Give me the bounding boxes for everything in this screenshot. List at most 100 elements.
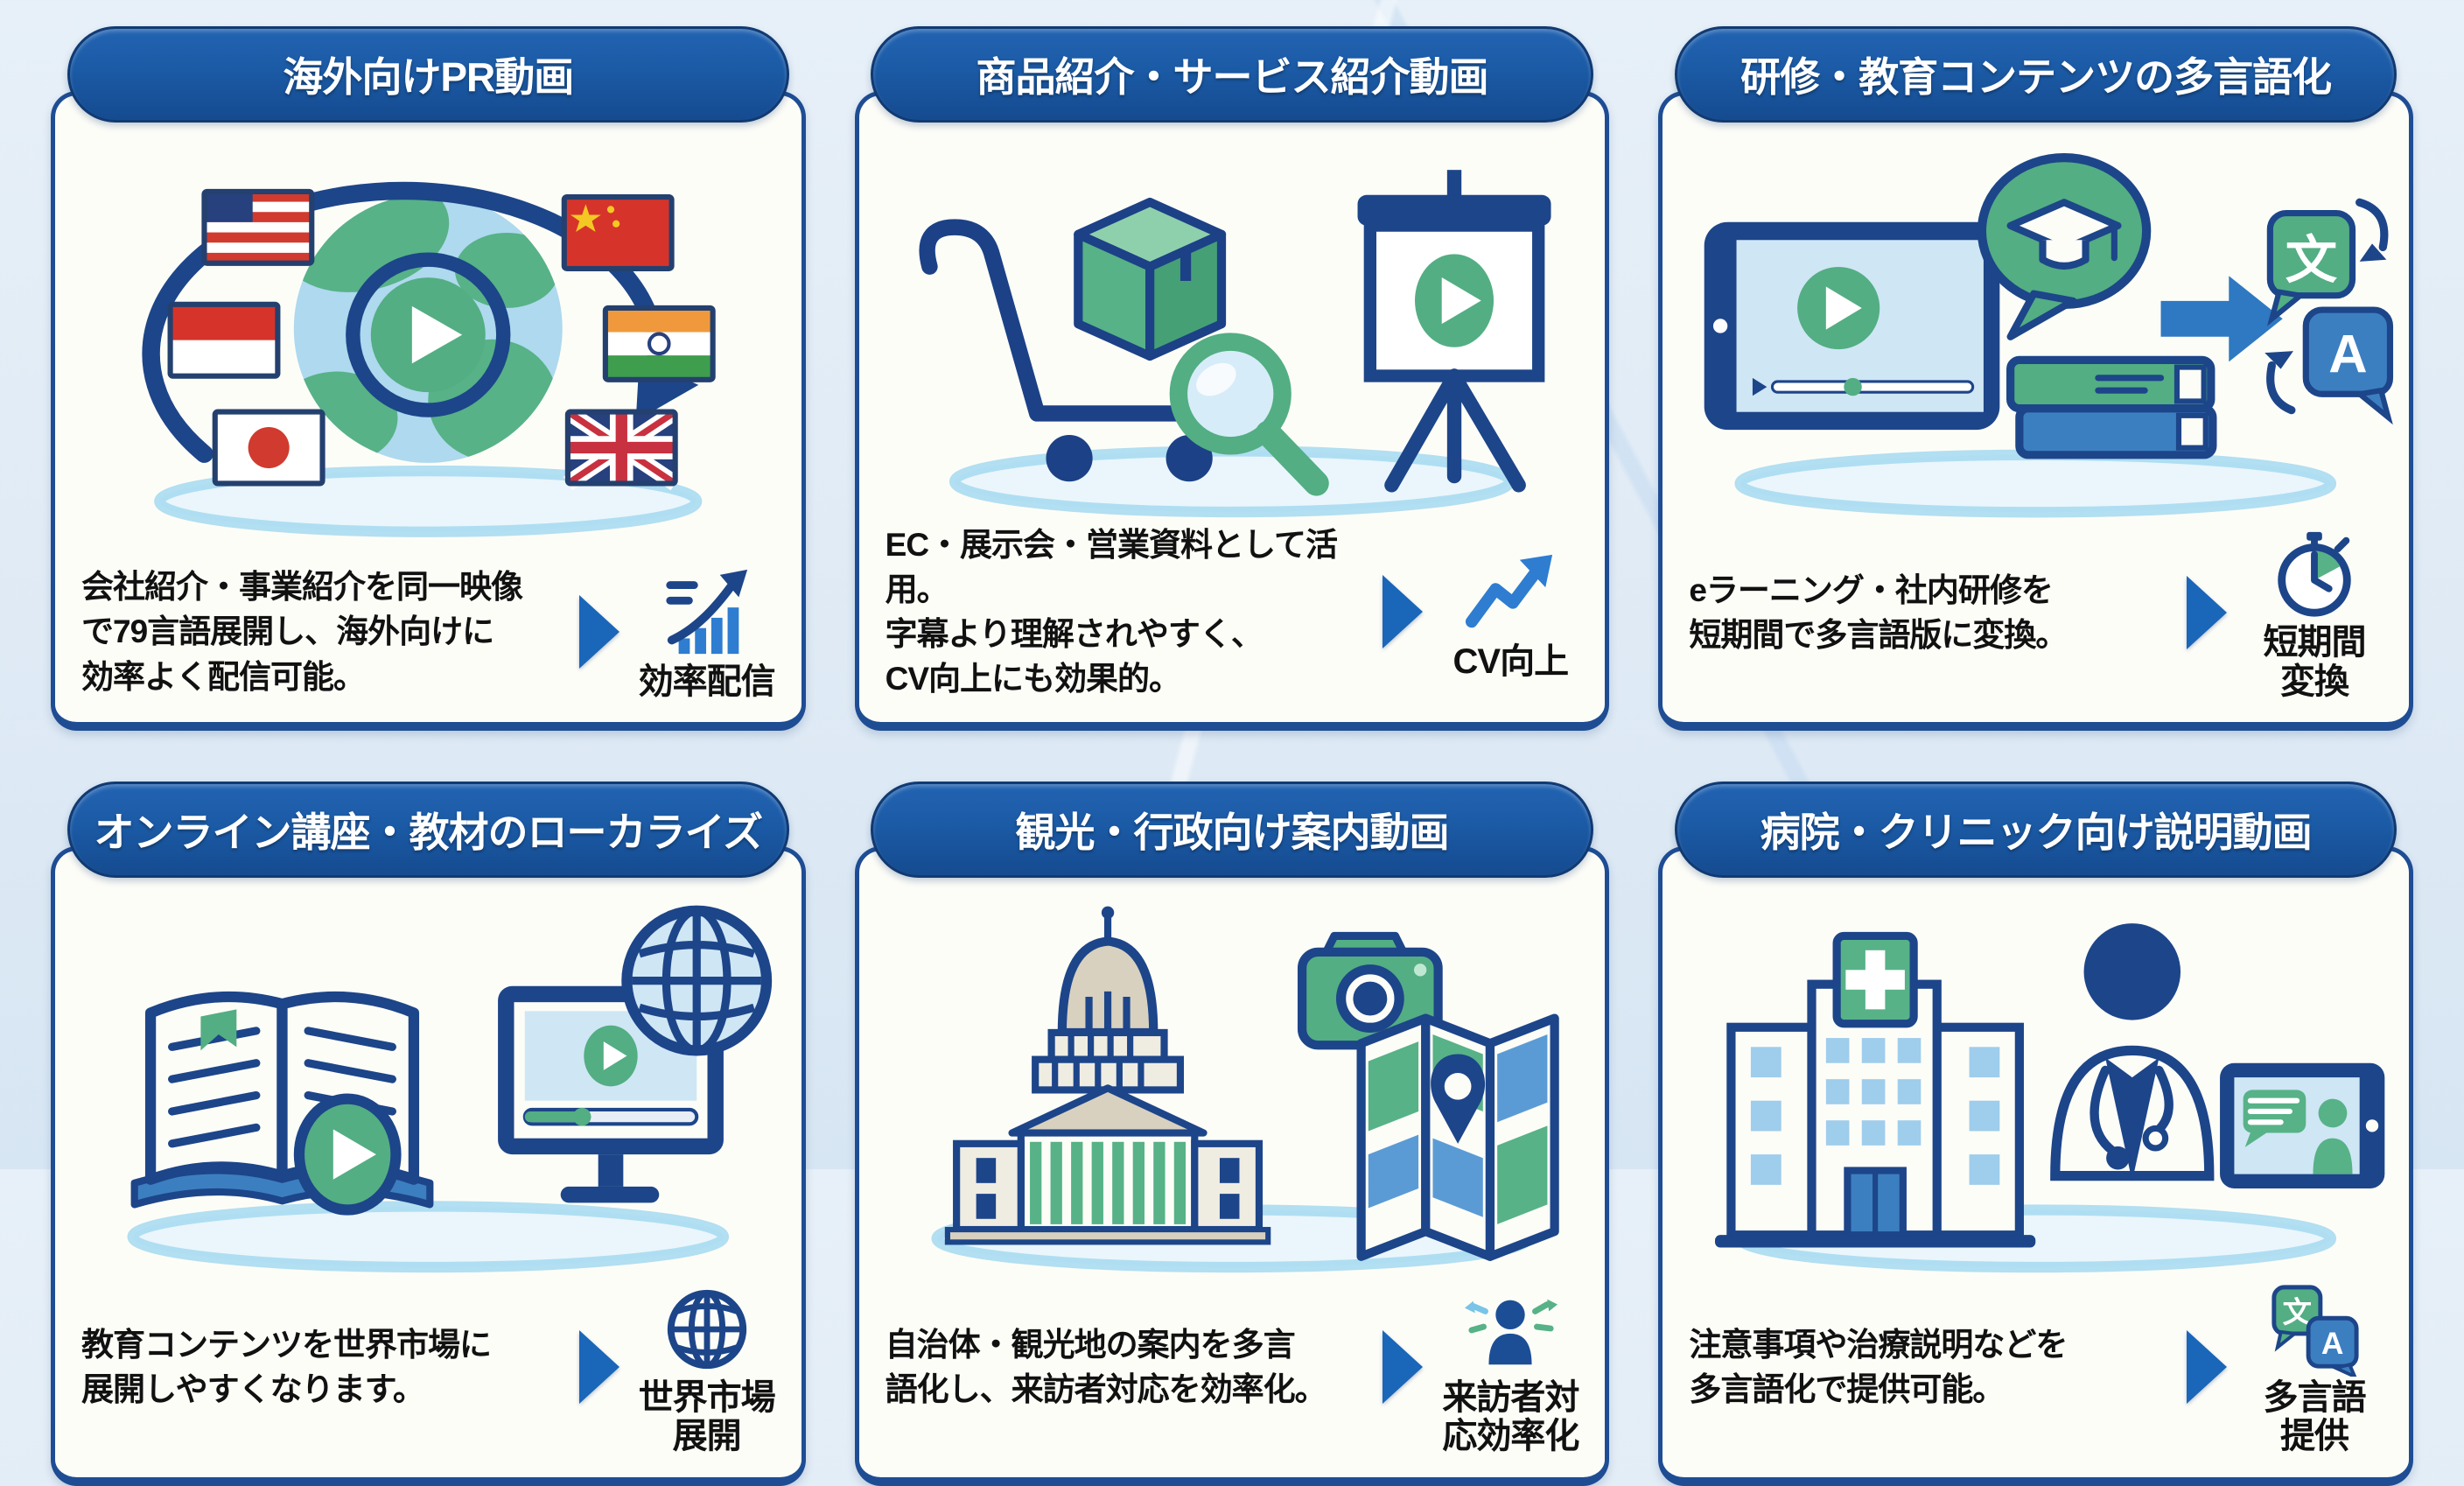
cart-presentation-illustration-svg xyxy=(919,170,1551,518)
tablet-chat-icon xyxy=(2220,1063,2385,1189)
badge-label: 効率配信 xyxy=(638,662,776,701)
card-caption: 教育コンテンツを世界市場に 展開しやすくなります。 世界市場 展開 xyxy=(55,1275,802,1478)
card-caption: EC・展示会・営業資料として活用。 字幕より理解されやすく、 CV向上にも効果的… xyxy=(859,519,1606,722)
capitol-building-icon xyxy=(944,907,1270,1245)
flow-arrow-icon xyxy=(2160,276,2284,362)
tablet-translate-illustration-svg: 文 A xyxy=(1704,153,2394,518)
hospital-clinic-illustration xyxy=(1662,851,2409,1274)
efficiency-chart-icon xyxy=(660,563,754,661)
globe-wire-icon xyxy=(660,1279,754,1377)
card-title: オンライン講座・教材のローカライズ xyxy=(94,810,764,856)
card-title: 商品紹介・サービス紹介動画 xyxy=(976,54,1488,100)
camera-icon xyxy=(1297,932,1443,1050)
training-multilingual-illustration: 文 A xyxy=(1662,95,2409,520)
badge-label: 短期間 変換 xyxy=(2263,622,2367,701)
package-box-icon xyxy=(1073,197,1226,361)
online-course-illustration xyxy=(55,851,802,1274)
card-description: 注意事項や治療説明などを 多言語化で提供可能。 xyxy=(1689,1327,2068,1408)
china-flag-icon xyxy=(561,193,675,271)
product-service-illustration xyxy=(859,95,1606,519)
svg-text:文: 文 xyxy=(2286,230,2338,289)
magnifier-icon xyxy=(1169,333,1329,496)
card-title-pill: 観光・行政向け案内動画 xyxy=(871,782,1593,879)
card-description: EC・展示会・営業資料として活用。 字幕より理解されやすく、 CV向上にも効果的… xyxy=(885,527,1338,697)
indonesia-flag-icon xyxy=(167,301,281,379)
card-title-pill: 海外向けPR動画 xyxy=(66,26,790,123)
shopping-cart-icon xyxy=(919,219,1236,482)
card-title-pill: オンライン講座・教材のローカライズ xyxy=(66,782,790,879)
uk-flag-icon xyxy=(563,404,680,491)
card-title: 観光・行政向け案内動画 xyxy=(1015,810,1449,856)
capitol-map-illustration-svg xyxy=(931,907,1559,1273)
card-description: 教育コンテンツを世界市場に 展開しやすくなります。 xyxy=(81,1327,492,1408)
card-title: 研修・教育コンテンツの多言語化 xyxy=(1740,54,2332,100)
stopwatch-icon xyxy=(2267,523,2362,621)
card-body: EC・展示会・営業資料として活用。 字幕より理解されやすく、 CV向上にも効果的… xyxy=(854,91,1610,732)
card-title: 海外向けPR動画 xyxy=(283,54,574,100)
translate-bubbles-icon: 文 A xyxy=(2264,198,2394,425)
arrow-right-icon xyxy=(578,594,620,669)
play-button-icon xyxy=(346,252,511,417)
map-pin-icon xyxy=(1356,1013,1559,1262)
card-title-pill: 商品紹介・サービス紹介動画 xyxy=(871,26,1593,123)
result-badge: CV向上 xyxy=(1435,543,1586,682)
card-body: 注意事項や治療説明などを 多言語化で提供可能。 文 A 多言語 提供 xyxy=(1658,846,2413,1486)
card-caption: 会社紹介・事業紹介を同一映像 で79言語展開し、海外向けに 効率よく配信可能。 xyxy=(55,559,802,723)
card-body: 会社紹介・事業紹介を同一映像 で79言語展開し、海外向けに 効率よく配信可能。 xyxy=(51,91,806,732)
card-body: 文 A eラーニング・社内研修を 短期間で多言語版に変換。 xyxy=(1658,91,2413,732)
card-title: 病院・クリニック向け説明動画 xyxy=(1760,810,2313,856)
badge-label: 多言語 提供 xyxy=(2263,1377,2367,1456)
play-button-icon xyxy=(293,1093,402,1216)
arrow-right-icon xyxy=(578,1330,620,1405)
result-badge: 来訪者対 応効率化 xyxy=(1435,1279,1586,1457)
us-flag-icon xyxy=(201,188,315,266)
card-description: eラーニング・社内研修を 短期間で多言語版に変換。 xyxy=(1689,571,2068,653)
badge-label: 世界市場 展開 xyxy=(638,1377,776,1456)
overseas-pr-illustration xyxy=(55,95,802,559)
infographic-grid: 海外向けPR動画 xyxy=(51,26,2413,1486)
japan-flag-icon xyxy=(212,409,326,487)
tablet-video-icon xyxy=(1704,221,2000,431)
arrow-right-icon xyxy=(2187,1330,2227,1405)
card-description: 会社紹介・事業紹介を同一映像 で79言語展開し、海外向けに 効率よく配信可能。 xyxy=(81,569,523,695)
arrow-right-icon xyxy=(1382,1330,1424,1405)
card-description: 自治体・観光地の案内を多言 語化し、来訪者対応を効率化。 xyxy=(885,1327,1327,1408)
card-body: 教育コンテンツを世界市場に 展開しやすくなります。 世界市場 展開 xyxy=(51,846,806,1486)
card-title-pill: 病院・クリニック向け説明動画 xyxy=(1674,782,2398,879)
result-badge: 文 A 多言語 提供 xyxy=(2239,1279,2390,1457)
visitor-support-icon xyxy=(1463,1279,1558,1377)
graduation-bubble-icon xyxy=(1978,153,2152,340)
card-caption: 自治体・観光地の案内を多言 語化し、来訪者対応を効率化。 xyxy=(859,1275,1606,1478)
books-icon xyxy=(2006,355,2217,459)
card-body: 自治体・観光地の案内を多言 語化し、来訪者対応を効率化。 xyxy=(854,846,1610,1486)
badge-label: 来訪者対 応効率化 xyxy=(1442,1377,1579,1456)
book-monitor-illustration-svg xyxy=(127,906,773,1273)
result-badge: 短期間 変換 xyxy=(2239,523,2390,702)
result-badge: 効率配信 xyxy=(632,563,782,702)
cv-up-arrow-icon xyxy=(1463,543,1558,641)
badge-label: CV向上 xyxy=(1452,641,1570,681)
globe-play-flags-illustration-svg xyxy=(142,181,716,537)
tourism-gov-illustration xyxy=(859,851,1606,1274)
result-badge: 世界市場 展開 xyxy=(632,1279,782,1457)
translate-bubbles-icon: 文 A xyxy=(2267,1279,2362,1377)
card-overseas-pr: 海外向けPR動画 xyxy=(51,26,806,732)
arrow-right-icon xyxy=(1382,575,1424,649)
svg-text:A: A xyxy=(2329,325,2368,385)
hospital-building-icon xyxy=(1715,932,2036,1248)
card-caption: 注意事項や治療説明などを 多言語化で提供可能。 文 A 多言語 提供 xyxy=(1662,1275,2409,1478)
card-product-service: 商品紹介・サービス紹介動画 xyxy=(854,26,1610,732)
card-online-course-localize: オンライン講座・教材のローカライズ xyxy=(51,782,806,1486)
card-tourism-gov: 観光・行政向け案内動画 xyxy=(854,782,1610,1486)
card-training-multilingual: 研修・教育コンテンツの多言語化 xyxy=(1658,26,2413,732)
card-title-pill: 研修・教育コンテンツの多言語化 xyxy=(1674,26,2398,123)
arrow-right-icon xyxy=(2187,575,2227,649)
presentation-screen-icon xyxy=(1357,170,1551,493)
india-flag-icon xyxy=(602,305,716,382)
card-caption: eラーニング・社内研修を 短期間で多言語版に変換。 短期間 変換 xyxy=(1662,520,2409,723)
doctor-icon xyxy=(2050,923,2215,1182)
glow-platform xyxy=(1740,454,2332,513)
monitor-video-icon xyxy=(498,986,724,1203)
svg-text:A: A xyxy=(2321,1327,2344,1361)
hospital-doctor-illustration-svg xyxy=(1715,923,2385,1273)
